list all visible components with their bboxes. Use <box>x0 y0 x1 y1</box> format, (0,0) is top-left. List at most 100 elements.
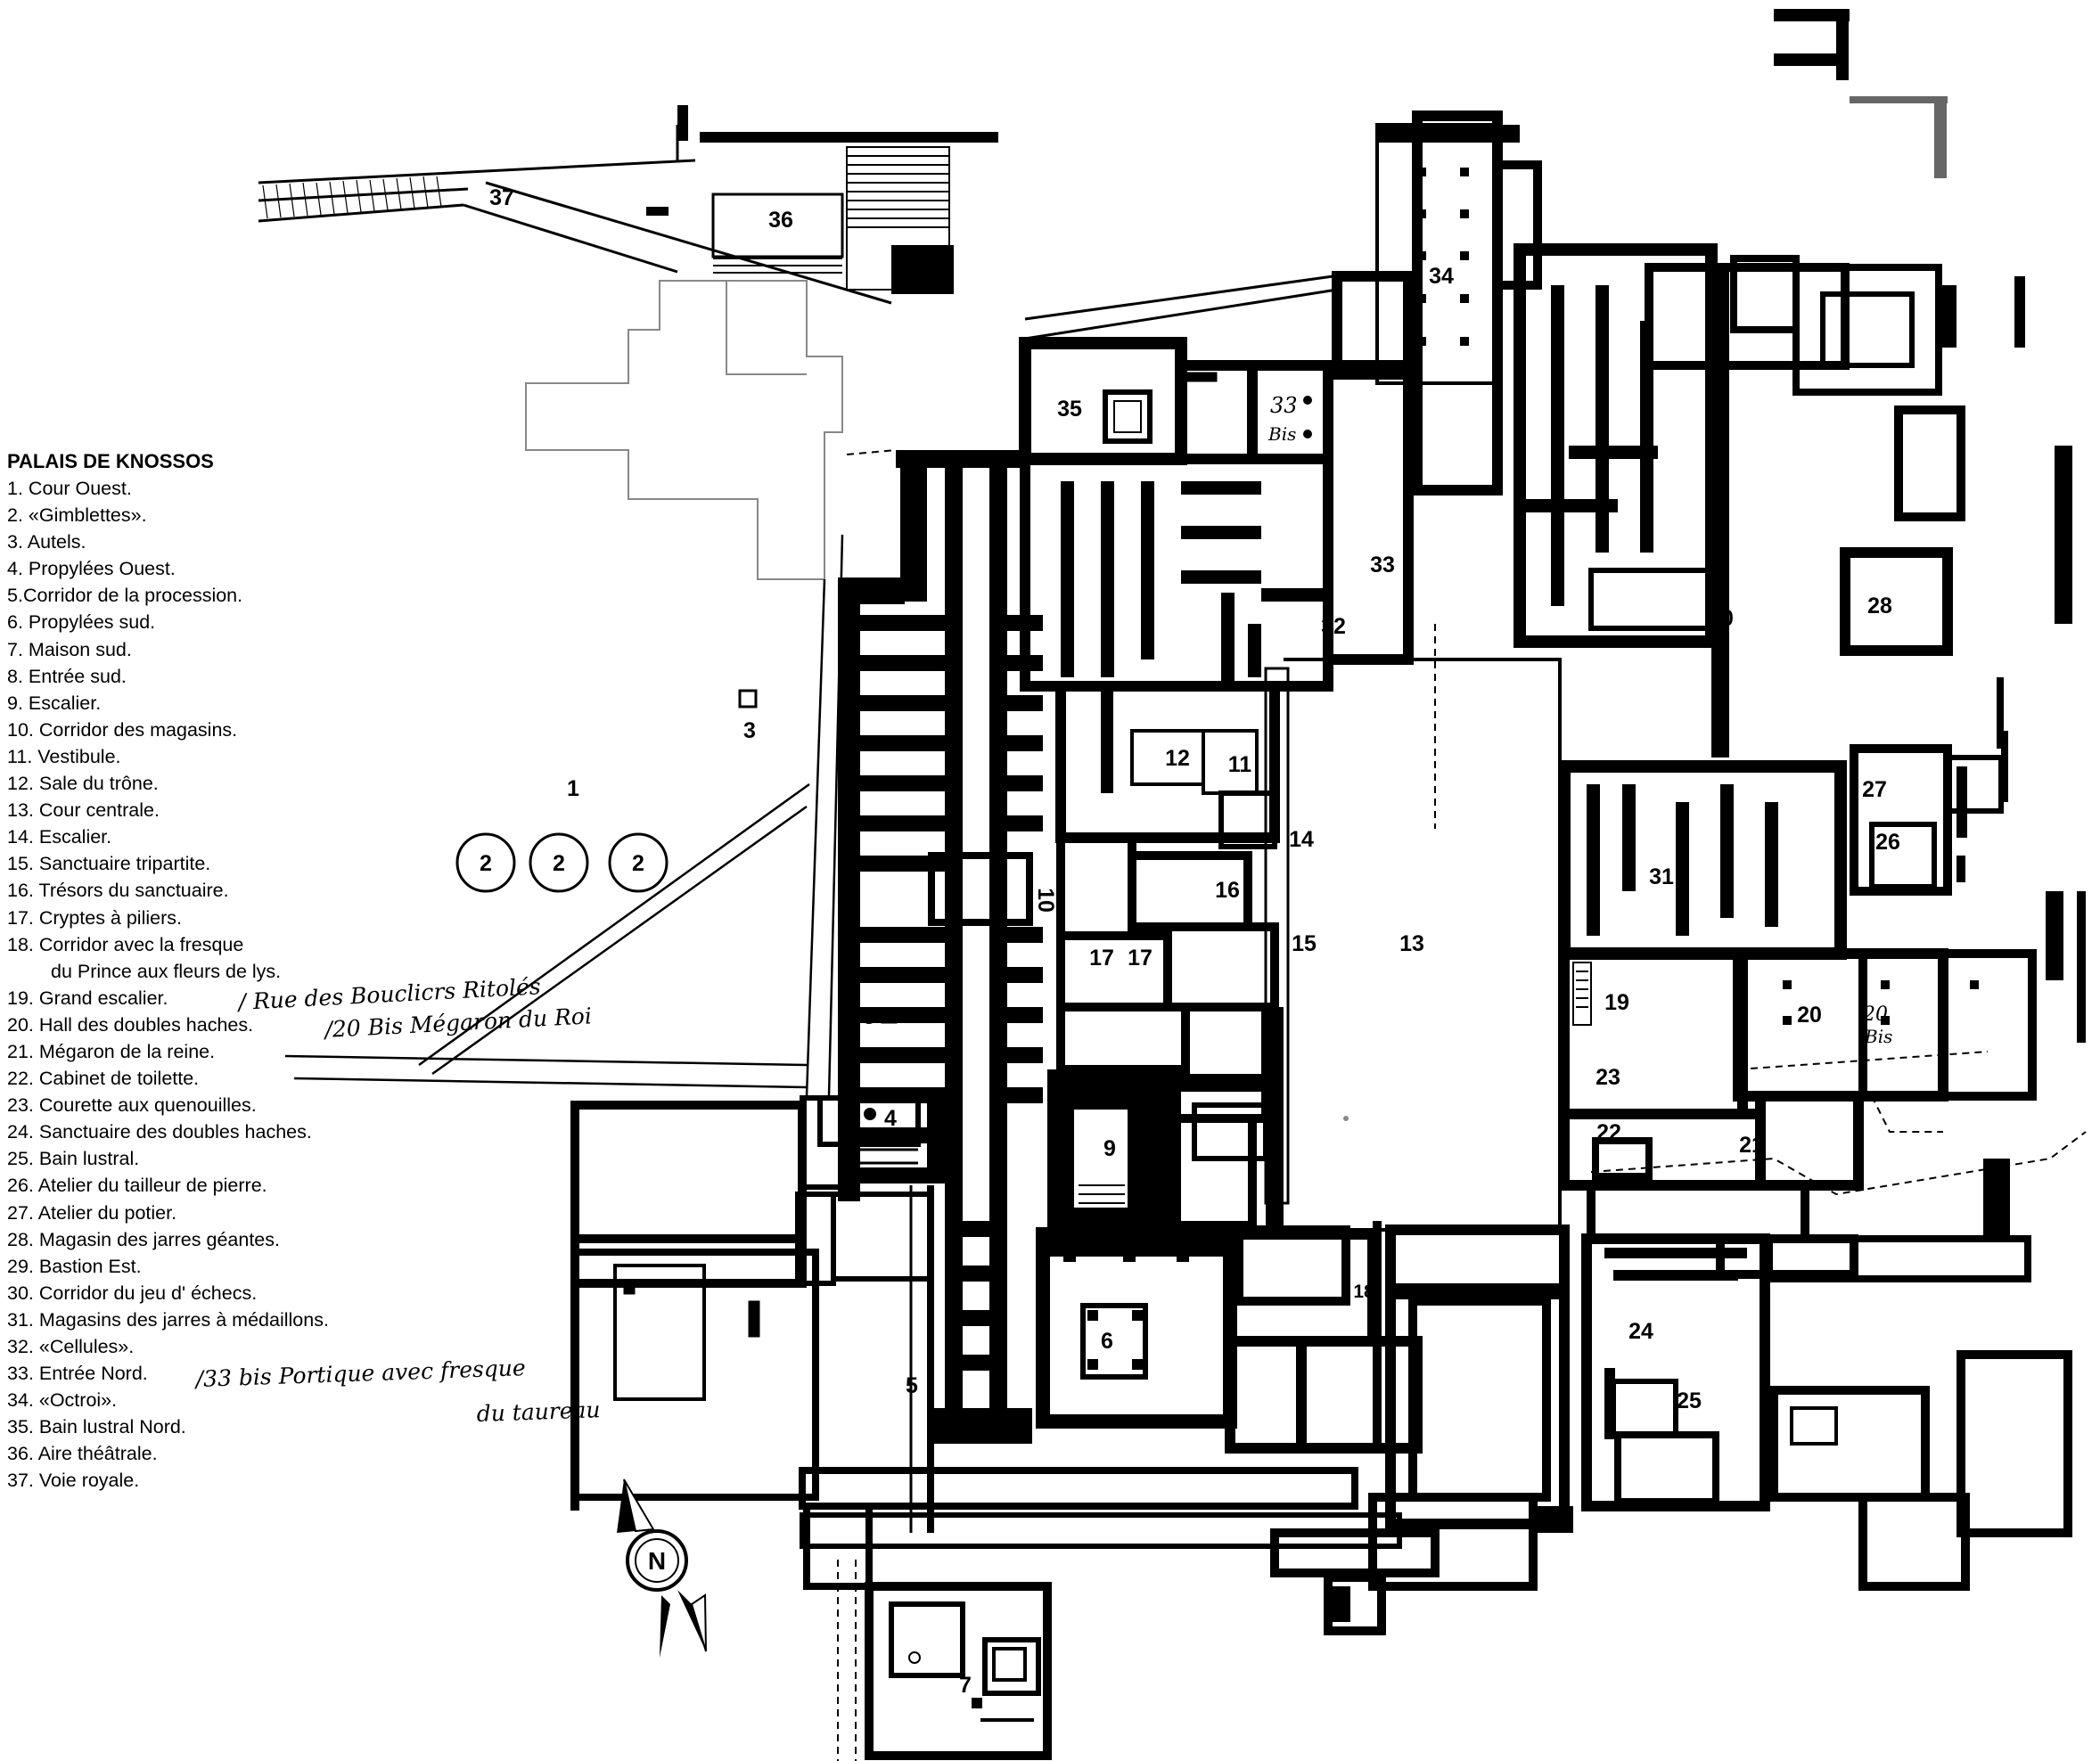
note-33-cont: du taureau <box>476 1397 601 1427</box>
corridor-18-block <box>1235 1221 1570 1635</box>
label-18: 18 <box>1353 1282 1374 1302</box>
label-2c: 2 <box>632 851 644 876</box>
legend-item: 26. Atelier du tailleur de pierre. <box>7 1175 267 1197</box>
label-36: 36 <box>768 208 793 233</box>
legend: PALAIS DE KNOSSOS 1. Cour Ouest. 2. «Gim… <box>7 448 631 1495</box>
south-range <box>799 1467 1402 1761</box>
legend-item: 10. Corridor des magasins. <box>7 718 238 741</box>
label-2b: 2 <box>553 851 565 876</box>
legend-item: 4. Propylées Ouest. <box>7 558 176 580</box>
royal-road <box>258 125 1347 340</box>
legend-item: 33. Entrée Nord. <box>7 1363 148 1385</box>
legend-item: 35. Bain lustral Nord. <box>7 1416 186 1438</box>
label-17b: 17 <box>1128 946 1153 971</box>
throne-room-wing <box>1055 681 1284 1239</box>
legend-item: 32. «Cellules». <box>7 1336 135 1357</box>
legend-item: 21. Mégaron de la reine. <box>7 1040 216 1062</box>
east-bastion <box>1529 9 2086 1533</box>
legend-item: 3. Autels. <box>7 531 86 553</box>
label-15: 15 <box>1292 931 1317 956</box>
label-27: 27 <box>1862 777 1887 802</box>
room-labels: 37 36 1 2 2 2 3 3 4 5 6 7 8 9 10 11 12 1… <box>480 185 1900 1698</box>
label-12: 12 <box>1165 746 1190 771</box>
legend-item: 37. Voie royale. <box>7 1470 140 1492</box>
legend-item: 7. Maison sud. <box>7 638 132 660</box>
label-34: 34 <box>1429 264 1454 289</box>
south-propylaea <box>1036 1069 1423 1454</box>
legend-item: 28. Magasin des jarres géantes. <box>7 1228 280 1250</box>
label-25: 25 <box>1677 1388 1702 1413</box>
legend-item: 13. Cour centrale. <box>7 799 160 822</box>
legend-item: 29. Bastion Est. <box>7 1255 142 1277</box>
label-3a: 3 <box>743 718 756 743</box>
legend-item: 6. Propylées sud. <box>7 611 156 634</box>
legend-items: 1. Cour Ouest. 2. «Gimblettes». 3. Autel… <box>7 475 631 1495</box>
legend-item: 22. Cabinet de toilette. <box>7 1068 200 1090</box>
legend-item: 9. Escalier. <box>7 692 102 714</box>
label-7: 7 <box>959 1673 972 1698</box>
label-20-bis: Bis <box>1864 1026 1892 1047</box>
north-arrow: N <box>617 1478 707 1658</box>
label-33-bis-num: 33 <box>1270 393 1298 418</box>
label-28: 28 <box>1867 594 1892 618</box>
legend-item: 17. Cryptes à piliers. <box>7 906 182 929</box>
label-19: 19 <box>1604 990 1629 1015</box>
label-26: 26 <box>1875 830 1900 855</box>
west-propylaea <box>570 1095 945 1511</box>
label-16: 16 <box>1215 878 1240 903</box>
legend-title: PALAIS DE KNOSSOS <box>7 450 214 472</box>
legend-item: 31. Magasins des jarres à médaillons. <box>7 1308 329 1331</box>
legend-item: 24. Sanctuaire des doubles haches. <box>7 1121 312 1143</box>
legend-item: 34. «Octroi». <box>7 1389 118 1412</box>
label-11: 11 <box>1228 752 1252 777</box>
label-21: 21 <box>1739 1133 1764 1158</box>
drainage <box>846 449 2087 1196</box>
legend-item: 20. Hall des doubles haches. <box>7 1013 254 1036</box>
label-33: 33 <box>1370 553 1395 577</box>
label-14: 14 <box>1289 827 1314 852</box>
east-wing <box>1513 243 2072 1591</box>
legend-item: 25. Bain lustral. <box>7 1148 140 1170</box>
label-1: 1 <box>567 776 579 801</box>
label-4: 4 <box>884 1106 897 1131</box>
label-30: 30 <box>1709 606 1734 631</box>
label-13: 13 <box>1399 931 1424 956</box>
label-20-bis-num: 20 <box>1862 1003 1888 1026</box>
legend-item: 16. Trésors du sanctuaire. <box>7 880 229 902</box>
label-3b: 3 <box>863 1004 875 1029</box>
legend-item: 27. Atelier du potier. <box>7 1201 177 1224</box>
label-31: 31 <box>1649 864 1674 889</box>
label-37: 37 <box>489 185 514 210</box>
north-west-wing <box>1019 111 1503 692</box>
legend-item: 2. «Gimblettes». <box>7 504 147 527</box>
gimblettes <box>455 832 669 893</box>
legend-item: 1. Cour Ouest. <box>7 478 132 499</box>
legend-item: 8. Entrée sud. <box>7 665 127 687</box>
legend-item: 11. Vestibule. <box>7 745 121 767</box>
royal-road-hatching <box>262 176 442 219</box>
label-17a: 17 <box>1089 946 1114 971</box>
legend-item: 14. Escalier. <box>7 826 112 848</box>
label-5: 5 <box>906 1373 918 1398</box>
legend-item: 5.Corridor de la procession. <box>7 585 243 607</box>
legend-item: 19. Grand escalier. <box>7 987 168 1009</box>
label-8: 8 <box>1333 1593 1345 1618</box>
legend-item: 36. Aire théâtrale. <box>7 1443 158 1465</box>
west-magazines <box>838 450 1043 1444</box>
label-23: 23 <box>1596 1065 1620 1090</box>
label-20: 20 <box>1797 1003 1822 1028</box>
legend-item: 15. Sanctuaire tripartite. <box>7 853 211 875</box>
legend-item: 12. Sale du trône. <box>7 773 159 795</box>
label-32: 32 <box>1321 614 1346 639</box>
theatral-area <box>646 105 998 294</box>
label-24: 24 <box>1628 1319 1653 1344</box>
label-9: 9 <box>1103 1136 1116 1161</box>
legend-item: 23. Courette aux quenouilles. <box>7 1094 257 1117</box>
procession-corridor <box>909 1185 1032 1533</box>
label-2a: 2 <box>480 851 492 876</box>
label-10: 10 <box>1033 888 1058 913</box>
north-letter: N <box>648 1547 666 1575</box>
west-court-ruins <box>525 280 843 580</box>
